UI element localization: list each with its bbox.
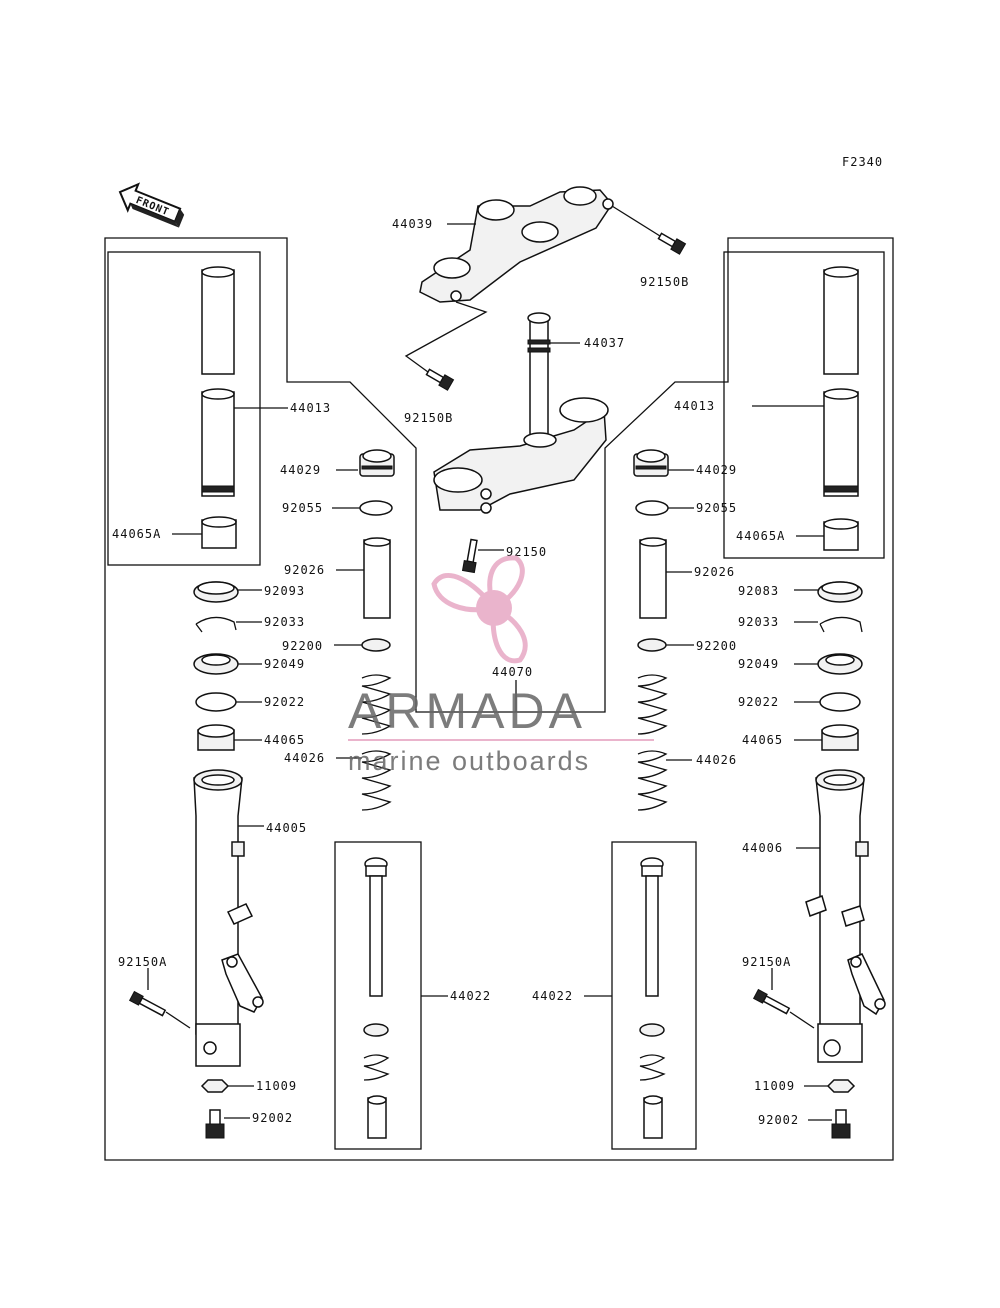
bushing-right: [823, 518, 859, 551]
fork-spring-right: [637, 674, 668, 811]
label-11009-left: 11009: [256, 1079, 297, 1093]
label-44005: 44005: [266, 821, 307, 835]
label-92002-right: 92002: [758, 1113, 799, 1127]
bushing-left: [201, 516, 237, 549]
propeller-logo-icon: [431, 555, 528, 664]
label-92026-right: 92026: [694, 565, 735, 579]
bolt-icon: [461, 538, 478, 574]
label-92150B-top: 92150B: [640, 275, 689, 289]
dust-seal-right: [817, 581, 863, 603]
label-92055-left: 92055: [282, 501, 323, 515]
label-92022-left: 92022: [264, 695, 305, 709]
washer-right: [637, 638, 667, 652]
label-44070: 44070: [492, 665, 533, 679]
label-92033-right: 92033: [738, 615, 779, 629]
label-92049-left: 92049: [264, 657, 305, 671]
label-92093: 92093: [264, 584, 305, 598]
label-44065A-left: 44065A: [112, 527, 161, 541]
label-44013-right: 44013: [674, 399, 715, 413]
cap-bolt-right: [633, 449, 669, 477]
label-92150A-right: 92150A: [742, 955, 791, 969]
figure-code: F2340: [842, 155, 883, 169]
label-44065A-right: 44065A: [736, 529, 785, 543]
label-92049-right: 92049: [738, 657, 779, 671]
guide-bushing-left: [197, 724, 235, 751]
guide-bushing-right: [821, 724, 859, 751]
oil-seal-left: [193, 653, 239, 675]
outer-tube-left: [193, 769, 264, 1067]
outer-tube-right: [805, 769, 886, 1063]
label-44022-left: 44022: [450, 989, 491, 1003]
bolt-icon: [752, 988, 791, 1015]
nut-right: [826, 1079, 856, 1093]
o-ring-left: [359, 500, 393, 516]
label-44006: 44006: [742, 841, 783, 855]
fork-spring-left: [361, 674, 392, 811]
label-44026-left: 44026: [284, 751, 325, 765]
label-44037: 44037: [584, 336, 625, 350]
label-92083: 92083: [738, 584, 779, 598]
drain-bolt-right: [831, 1109, 851, 1139]
leader-bolt-right: [789, 1011, 815, 1029]
washer-ring-right: [819, 692, 861, 712]
upper-bracket: [419, 186, 614, 303]
label-92033-left: 92033: [264, 615, 305, 629]
nut-left: [200, 1079, 230, 1093]
spacer-tube-right: [639, 537, 667, 619]
o-ring-right: [635, 500, 669, 516]
leader-92150B-top: [611, 205, 661, 237]
clip-right: [819, 616, 863, 633]
watermark-brand: ARMADA: [348, 683, 586, 739]
leader-bolt-left: [165, 1011, 191, 1029]
assembly-frame: [104, 237, 894, 1161]
label-11009-right: 11009: [754, 1079, 795, 1093]
label-44065-right: 44065: [742, 733, 783, 747]
bolt-icon: [657, 232, 687, 255]
label-44029-right: 44029: [696, 463, 737, 477]
cap-bolt-left: [359, 449, 395, 477]
damper-rod-left: [363, 857, 390, 1139]
clip-left: [195, 616, 237, 633]
steering-stem: [433, 312, 609, 514]
spacer-tube-left: [363, 537, 391, 619]
label-92055-right: 92055: [696, 501, 737, 515]
label-92150B-mid: 92150B: [404, 411, 453, 425]
watermark: ARMADA marine outboards: [348, 555, 654, 776]
oil-seal-right: [817, 653, 863, 675]
bolt-icon: [128, 990, 167, 1017]
front-arrow-icon: FRONT: [118, 182, 185, 228]
fork-tube-left: [201, 266, 235, 497]
fork-tube-right: [823, 266, 859, 497]
label-44026-right: 44026: [696, 753, 737, 767]
leader-92150B-mid: [404, 301, 488, 373]
label-92150A-left: 92150A: [118, 955, 167, 969]
label-44065-left: 44065: [264, 733, 305, 747]
label-92200-left: 92200: [282, 639, 323, 653]
label-92200-right: 92200: [696, 639, 737, 653]
label-44013-left: 44013: [290, 401, 331, 415]
drain-bolt-left: [205, 1109, 225, 1139]
washer-ring-left: [195, 692, 237, 712]
label-44029-left: 44029: [280, 463, 321, 477]
label-44039: 44039: [392, 217, 433, 231]
damper-rod-right: [639, 857, 666, 1139]
bolt-icon: [425, 368, 455, 391]
label-92026-left: 92026: [284, 563, 325, 577]
dust-seal-left: [193, 581, 239, 603]
washer-left: [361, 638, 391, 652]
fork-tube-box-right: [723, 251, 885, 559]
label-92022-right: 92022: [738, 695, 779, 709]
watermark-tagline: marine outboards: [348, 746, 590, 776]
label-44022-right: 44022: [532, 989, 573, 1003]
label-92002-left: 92002: [252, 1111, 293, 1125]
